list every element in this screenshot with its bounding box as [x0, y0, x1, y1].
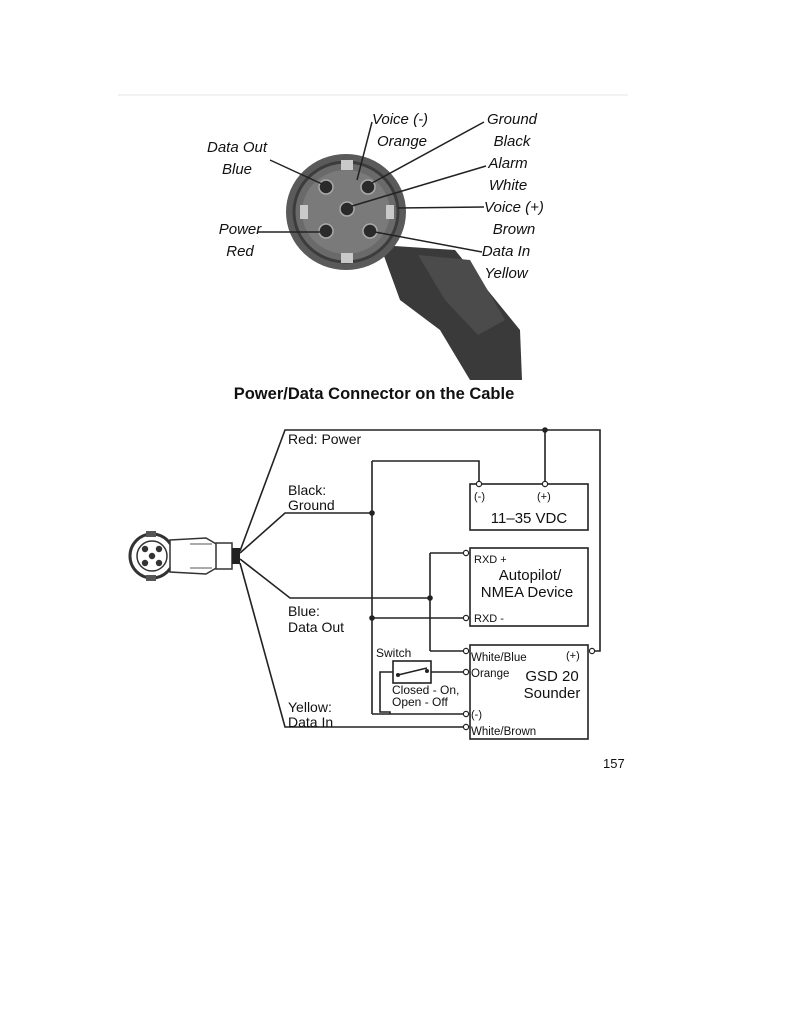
- connector-drawing: [128, 531, 240, 581]
- autopilot-label-line1: Autopilot/: [499, 567, 562, 584]
- wire-label-black-line2: Ground: [288, 497, 335, 513]
- psu-minus-label: (-): [474, 491, 485, 503]
- pin-name: Power: [219, 221, 263, 238]
- autopilot-label-line2: NMEA Device: [481, 584, 574, 601]
- pin-name: Voice (+): [484, 199, 544, 216]
- pin-label-ground: Ground Black: [487, 111, 538, 150]
- wire-label-blue-line1: Blue:: [288, 603, 320, 619]
- pin-color: Brown: [493, 221, 536, 238]
- pin-color: Black: [494, 133, 532, 150]
- connector-photo: [258, 121, 522, 380]
- pin-name: Voice (-): [372, 111, 428, 128]
- wire-label-black-line1: Black:: [288, 482, 326, 498]
- pin-label-voice-plus: Voice (+) Brown: [484, 199, 544, 238]
- wiring-diagram: [128, 427, 601, 740]
- sounder-label-line1: GSD 20: [525, 668, 578, 685]
- sounder-label-line2: Sounder: [524, 685, 581, 702]
- pin-color: White: [489, 177, 527, 194]
- pin-name: Data In: [482, 243, 530, 260]
- pin-color: Orange: [377, 133, 427, 150]
- autopilot-box: [469, 547, 589, 627]
- rxd-minus-label: RXD -: [474, 613, 504, 625]
- wire-label-yellow-line1: Yellow:: [288, 699, 332, 715]
- wire-label-yellow-line2: Data In: [288, 714, 333, 730]
- pin-label-power: Power Red: [219, 221, 263, 260]
- pin-name: Data Out: [207, 139, 268, 156]
- white-blue-label: White/Blue: [471, 652, 527, 664]
- sounder-plus-label: (+): [566, 650, 580, 662]
- switch-state-line2: Open - Off: [392, 695, 448, 709]
- psu-plus-label: (+): [537, 491, 551, 503]
- pin-name: Alarm: [487, 155, 527, 172]
- photo-caption: Power/Data Connector on the Cable: [234, 385, 515, 403]
- pin-name: Ground: [487, 111, 538, 128]
- wire-label-red: Red: Power: [288, 431, 361, 447]
- pin-label-data-in: Data In Yellow: [482, 243, 530, 282]
- page-number: 157: [603, 756, 625, 771]
- white-brown-label: White/Brown: [471, 726, 536, 738]
- rxd-plus-label: RXD +: [474, 554, 507, 566]
- pin-label-data-out: Data Out Blue: [207, 139, 268, 178]
- switch-state-line1: Closed - On,: [392, 683, 459, 697]
- psu-label: 11–35 VDC: [491, 510, 568, 527]
- pin-color: Yellow: [484, 265, 529, 282]
- pin-label-voice-minus: Voice (-) Orange: [372, 111, 428, 150]
- switch-label: Switch: [376, 646, 411, 660]
- power-supply-box: [469, 483, 589, 531]
- pin-color: Blue: [222, 161, 252, 178]
- pin-label-alarm: Alarm White: [487, 155, 527, 194]
- sounder-box: [469, 644, 589, 740]
- orange-label: Orange: [471, 668, 509, 680]
- sounder-minus-label: (-): [471, 709, 482, 721]
- pin-color: Red: [226, 243, 254, 260]
- wire-label-blue-line2: Data Out: [288, 619, 344, 635]
